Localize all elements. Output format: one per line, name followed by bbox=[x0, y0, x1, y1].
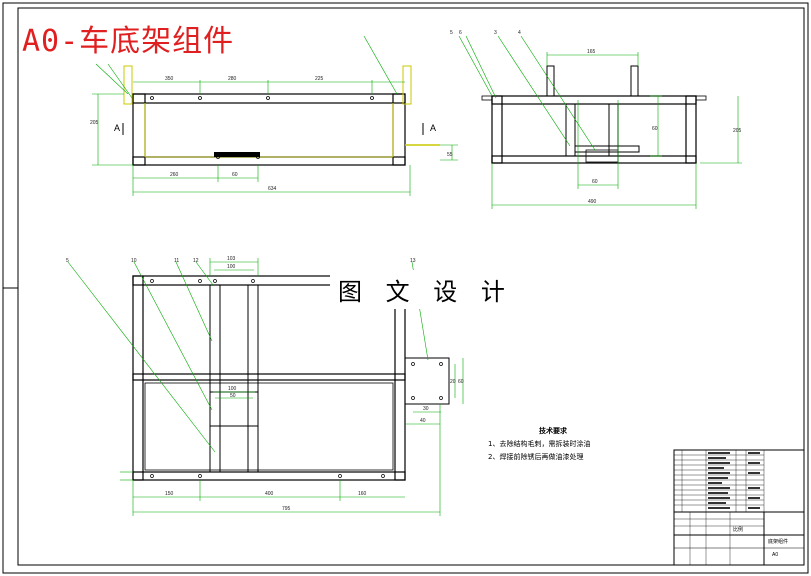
front-view: 350 280 225 260 60 634 55 205 A A bbox=[90, 35, 458, 196]
side-dim-height-outer: 205 bbox=[733, 128, 742, 134]
top-dim-top-1: 103 bbox=[227, 256, 236, 262]
technical-notes: 技术要求 1、去除结构毛刺，需拆装时涂油 2、焊接前除锈后再做油漆处理 bbox=[488, 426, 618, 462]
side-dim-bottom-small: 60 bbox=[592, 179, 598, 185]
title-block bbox=[673, 449, 805, 566]
drawing-title: A0-车底架组件 bbox=[22, 24, 235, 59]
title-block-scale-label: 比例 bbox=[733, 526, 743, 533]
top-callout-12: 12 bbox=[193, 258, 199, 264]
top-view: 5 10 11 12 13 103 100 100 50 150 400 160… bbox=[66, 256, 464, 516]
watermark-text: 图 文 设 计 bbox=[330, 270, 521, 309]
inner-border bbox=[17, 7, 805, 566]
side-callout-4: 4 bbox=[518, 30, 521, 36]
side-view: 5 6 3 4 165 60 205 60 490 bbox=[450, 30, 742, 209]
top-dim-bottom-3: 160 bbox=[358, 491, 367, 497]
technical-notes-heading: 技术要求 bbox=[539, 427, 567, 435]
front-dim-top-2: 280 bbox=[228, 76, 237, 82]
top-dim-bottom-2: 400 bbox=[265, 491, 274, 497]
top-dim-bottom-1: 150 bbox=[165, 491, 174, 497]
side-callout-5: 5 bbox=[450, 30, 453, 36]
title-block-name: 底架组件 bbox=[768, 538, 788, 545]
top-callout-11: 11 bbox=[174, 258, 179, 264]
title-block-sheet: A0 bbox=[772, 552, 778, 558]
top-callout-5: 5 bbox=[66, 258, 69, 264]
front-dim-overall: 634 bbox=[268, 186, 277, 192]
top-dim-top-2: 100 bbox=[227, 264, 236, 270]
front-dim-top-3: 225 bbox=[315, 76, 324, 82]
top-dim-right-1: 40 bbox=[420, 418, 426, 424]
front-dim-top-1: 350 bbox=[165, 76, 174, 82]
section-mark-right: A bbox=[430, 123, 436, 133]
side-dim-overall: 490 bbox=[588, 199, 597, 205]
top-dim-right-3: 20 bbox=[450, 379, 456, 385]
top-dim-right-2: 30 bbox=[423, 406, 429, 412]
top-callout-13: 13 bbox=[410, 258, 416, 264]
front-dim-left-side: 205 bbox=[90, 120, 99, 126]
front-dim-bottom-1: 260 bbox=[170, 172, 179, 178]
top-dim-mid-1: 100 bbox=[228, 386, 237, 392]
side-dim-height-inner: 60 bbox=[652, 126, 658, 132]
section-mark-left: A bbox=[114, 123, 120, 133]
technical-note-1: 1、去除结构毛刺，需拆装时涂油 bbox=[488, 440, 591, 448]
top-dim-right-4: 60 bbox=[458, 379, 464, 385]
front-dim-height: 55 bbox=[447, 152, 453, 158]
top-dim-mid-2: 50 bbox=[230, 393, 236, 399]
side-callout-3: 3 bbox=[494, 30, 497, 36]
top-callout-10: 10 bbox=[131, 258, 137, 264]
top-dim-overall: 795 bbox=[282, 506, 291, 512]
technical-note-2: 2、焊接前除锈后再做油漆处理 bbox=[488, 453, 584, 461]
front-dim-bottom-2: 60 bbox=[232, 172, 238, 178]
side-dim-top: 165 bbox=[587, 49, 596, 55]
side-callout-6: 6 bbox=[459, 30, 462, 36]
